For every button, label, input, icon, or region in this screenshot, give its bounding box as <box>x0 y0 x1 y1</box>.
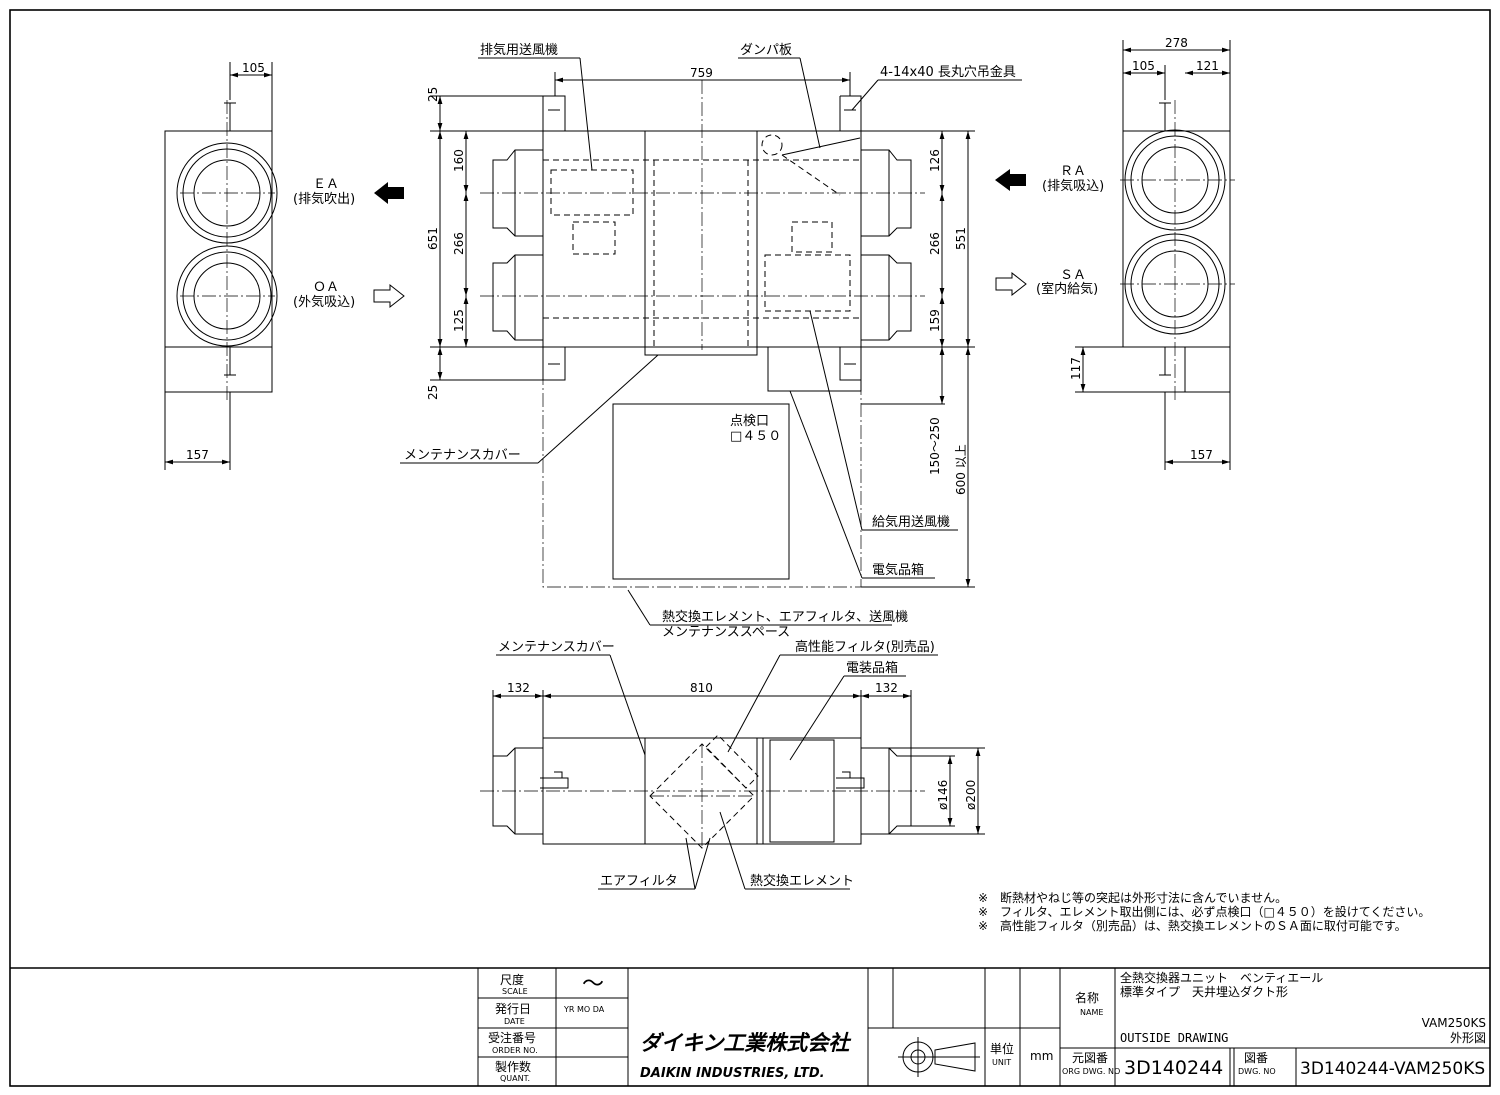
dim-651: 651 <box>426 227 440 250</box>
dim-125: 125 <box>452 309 466 332</box>
label-heat-element: 熱交換エレメント <box>750 873 854 889</box>
drawing-type-en: OUTSIDE DRAWING <box>1120 1031 1228 1045</box>
dim-266-right: 266 <box>928 232 942 255</box>
title-block <box>10 967 1490 1086</box>
company-name-en: DAIKIN INDUSTRIES, LTD. <box>640 1066 825 1081</box>
drawing-number-label: 図番 <box>1244 1051 1268 1065</box>
label-hanger: 4-14x40 長丸穴吊金具 <box>880 64 1016 80</box>
orig-drawing-label: 元図番 <box>1072 1051 1108 1065</box>
sa-code: ＳＡ <box>1060 268 1086 283</box>
top-view <box>480 80 925 588</box>
dim-759: 759 <box>690 66 713 80</box>
dim-left-105: 105 <box>242 61 265 75</box>
unit-label-en: UNIT <box>992 1058 1011 1067</box>
model-number: VAM250KS <box>1422 1016 1486 1030</box>
label-exhaust-fan: 排気用送風機 <box>480 42 558 58</box>
dim-551: 551 <box>954 227 968 250</box>
note-2: ※ フィルタ、エレメント取出側には、必ず点検口（□４５０）を設けてください。 <box>978 904 1430 919</box>
unit-value: mm <box>1030 1049 1053 1063</box>
dim-front-810: 810 <box>690 681 713 695</box>
sa-name: (室内給気) <box>1036 281 1098 297</box>
label-maintenance-cover: メンテナンスカバー <box>404 448 521 463</box>
orig-drawing-label-en: ORG DWG. NO <box>1062 1067 1120 1076</box>
front-view <box>480 654 985 890</box>
dim-266-left: 266 <box>452 232 466 255</box>
ea-name: (排気吹出) <box>293 191 355 207</box>
dim-159: 159 <box>928 309 942 332</box>
ea-arrow-icon <box>374 182 404 204</box>
dim-150-250: 150～250 <box>928 417 942 475</box>
ea-code: ＥＡ <box>313 177 339 192</box>
label-electrical-box-front: 電装品箱 <box>846 660 898 676</box>
order-label-en: ORDER NO. <box>492 1046 538 1055</box>
dim-right-121: 121 <box>1196 59 1219 73</box>
label-maintenance-space-1: 熱交換エレメント、エアフィルタ、送風機 <box>662 609 908 625</box>
ra-arrow-icon <box>995 169 1026 191</box>
label-maintenance-cover-front: メンテナンスカバー <box>498 640 615 655</box>
top-view-leaders <box>400 57 1022 626</box>
order-label: 受注番号 <box>488 1030 536 1045</box>
label-electrical-box: 電気品箱 <box>872 562 924 578</box>
drawing-number-label-en: DWG. NO <box>1238 1067 1276 1076</box>
label-inspection-port: 点検口 <box>730 414 769 429</box>
dim-front-200: ø200 <box>964 780 978 810</box>
dim-right-278: 278 <box>1165 36 1188 50</box>
label-inspection-size: □４５０ <box>730 429 781 444</box>
sa-arrow-icon <box>995 271 1027 297</box>
dim-front-146: ø146 <box>936 780 950 810</box>
unit-label: 単位 <box>990 1041 1014 1056</box>
note-3: ※ 高性能フィルタ（別売品）は、熱交換エレメントのＳＡ面に取付可能です。 <box>978 918 1407 933</box>
oa-code: ＯＡ <box>313 280 339 295</box>
name-label: 名称 <box>1075 990 1099 1005</box>
note-1: ※ 断熱材やねじ等の突起は外形寸法に含んでいません。 <box>978 890 1287 905</box>
product-name-line1: 全熱交換器ユニット ベンティエール <box>1120 970 1323 985</box>
ra-name: (排気吸込) <box>1042 178 1104 194</box>
date-label: 発行日 <box>495 1002 531 1016</box>
dim-600: 600 以上 <box>954 444 968 495</box>
dim-126: 126 <box>928 149 942 172</box>
drawing-number: 3D140244-VAM250KS <box>1300 1059 1485 1079</box>
dim-right-117: 117 <box>1069 357 1083 380</box>
date-columns: YR MO DA <box>563 1005 605 1014</box>
oa-arrow-icon <box>373 283 405 309</box>
ra-code: ＲＡ <box>1060 164 1086 179</box>
dim-160: 160 <box>452 149 466 172</box>
orig-drawing-number: 3D140244 <box>1124 1057 1223 1079</box>
date-label-en: DATE <box>504 1017 525 1026</box>
dim-25-bottom: 25 <box>426 385 440 400</box>
label-air-filter: エアフィルタ <box>600 874 678 889</box>
label-supply-fan: 給気用送風機 <box>872 514 950 530</box>
dim-front-132-left: 132 <box>507 681 530 695</box>
label-maintenance-space-2: メンテナンススペース <box>662 625 790 640</box>
quant-label-en: QUANT. <box>500 1074 530 1083</box>
top-view-dimensions <box>430 72 975 588</box>
drawing-type-jp: 外形図 <box>1450 1031 1486 1045</box>
quant-label: 製作数 <box>495 1059 531 1074</box>
dim-front-132-right: 132 <box>875 681 898 695</box>
drawing-frame <box>9 9 1491 1087</box>
scale-label-en: SCALE <box>502 987 528 996</box>
oa-name: (外気吸込) <box>293 294 355 310</box>
dim-25-top: 25 <box>426 87 440 102</box>
left-side-view <box>164 62 278 470</box>
scale-label: 尺度 <box>500 972 524 987</box>
scale-value: 〜 <box>582 972 604 997</box>
dim-right-105: 105 <box>1132 59 1155 73</box>
label-hepa-filter: 高性能フィルタ(別売品) <box>795 639 935 655</box>
right-side-view <box>1075 40 1235 470</box>
label-damper: ダンパ板 <box>740 43 792 58</box>
dim-left-157: 157 <box>186 448 209 462</box>
dim-right-157: 157 <box>1190 448 1213 462</box>
company-name-jp: ダイキン工業株式会社 <box>640 1031 851 1055</box>
product-name-line2: 標準タイプ 天井埋込ダクト形 <box>1120 984 1288 999</box>
name-label-en: NAME <box>1080 1008 1103 1017</box>
